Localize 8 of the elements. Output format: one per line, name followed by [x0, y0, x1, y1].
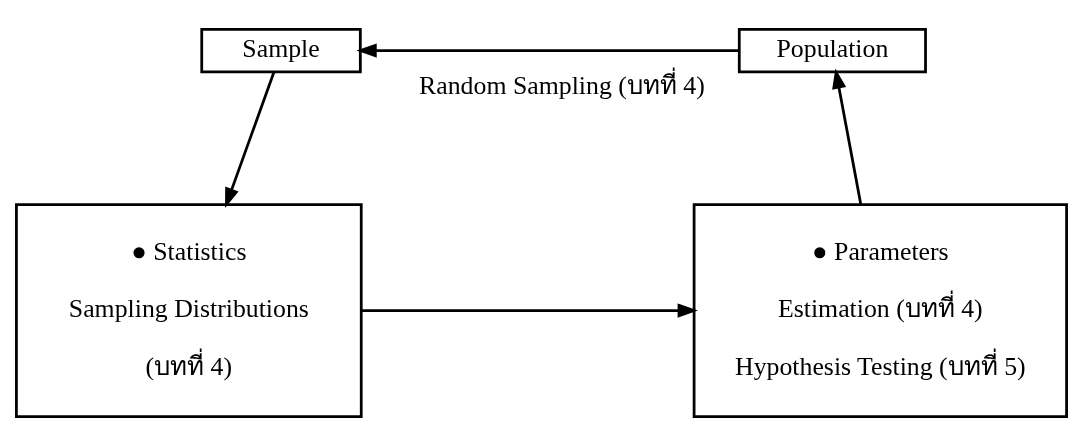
- node-box: ● Parameters Estimation (บทที่ 4) Hypothesis Testing (บทที่ 5): [692, 202, 1068, 418]
- node-box: ● Statistics Sampling Distributions (บทที่ 4): [15, 202, 363, 418]
- arrow: [356, 42, 739, 58]
- node-box: Sample: [200, 27, 362, 73]
- arrow: [361, 302, 698, 318]
- arrow: [225, 71, 276, 208]
- node-box: Population: [737, 27, 927, 73]
- arrow: [832, 67, 863, 204]
